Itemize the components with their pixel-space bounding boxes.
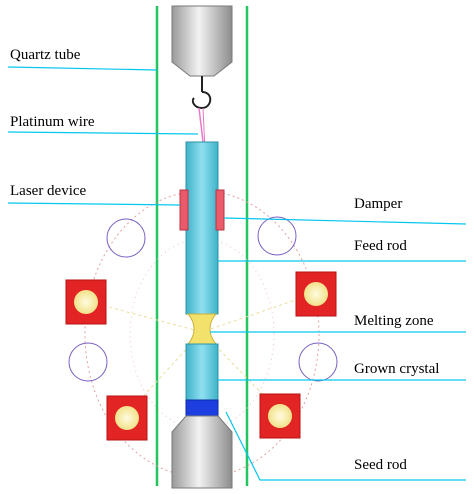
damper-left: [179, 189, 189, 231]
mirror-ellipse: [84, 190, 320, 478]
lamp-upper-left: [65, 279, 107, 325]
feed-rod: [185, 141, 219, 315]
seed-rod: [185, 399, 219, 417]
lamp-lower-right: [259, 393, 301, 439]
label-feed-rod: Feed rod: [354, 238, 407, 254]
label-grown-crystal: Grown crystal: [354, 361, 439, 377]
grown-crystal: [185, 343, 219, 401]
label-quartz-tube: Quartz tube: [10, 47, 81, 63]
hook: [191, 76, 212, 110]
lamp-lower-left: [106, 395, 148, 441]
inner-ellipse: [129, 238, 275, 430]
lower-shaft: [171, 415, 233, 489]
label-platinum-wire: Platinum wire: [10, 114, 95, 130]
lamp-upper-right: [295, 271, 337, 317]
label-seed-rod: Seed rod: [354, 457, 407, 473]
upper-shaft: [171, 5, 233, 77]
leader-lines: [7, 66, 467, 481]
label-damper: Damper: [354, 196, 402, 212]
damper-right: [215, 189, 225, 231]
label-laser-device: Laser device: [10, 183, 87, 199]
label-melting-zone: Melting zone: [354, 313, 434, 329]
